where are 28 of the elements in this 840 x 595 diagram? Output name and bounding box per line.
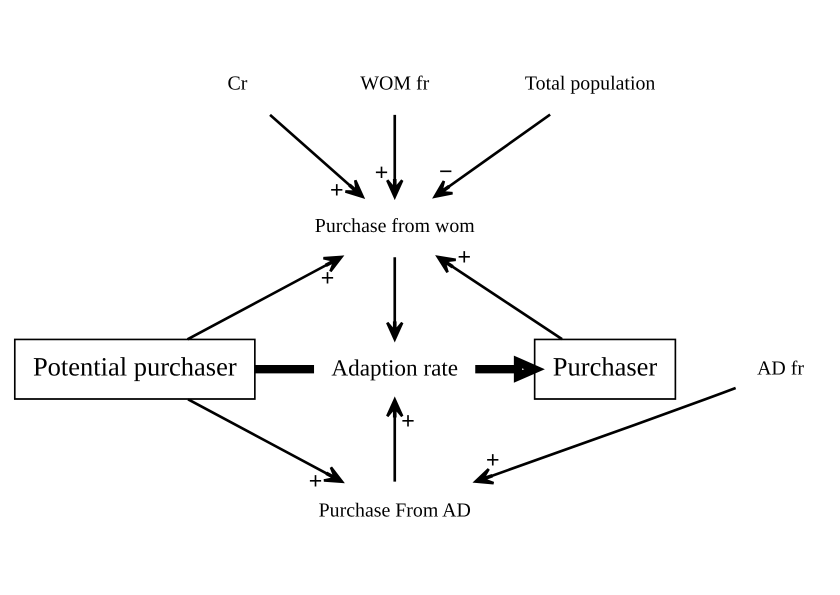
node-text: WOM fr [360,72,430,94]
edge-label: + [320,264,334,290]
edge-label: − [438,157,452,184]
node-box: Purchaser [534,338,676,400]
arrow [386,256,404,340]
arrow [474,386,736,484]
edge-label: + [401,407,415,434]
node-text: Total population [524,72,656,94]
node-text: Cr [228,72,248,94]
arrow [475,355,545,382]
node-text: Purchase from wom [314,214,475,236]
edge-label: + [330,176,344,202]
node-text: AD fr [757,356,804,379]
edge-label: + [308,467,322,494]
node-text: Adaption rate [331,354,458,381]
arrow [386,398,404,482]
edge-label: + [486,446,500,472]
connector [255,364,314,373]
edge-label: + [374,158,388,185]
arrow [186,255,343,340]
node-text: Purchase From AD [318,499,471,522]
arrow [386,114,404,198]
arrow [433,112,551,198]
edge-label: + [457,243,472,270]
node-box: Potential purchaser [14,338,256,400]
arrow [436,255,563,340]
arrow [269,113,364,198]
arrow [187,398,344,483]
